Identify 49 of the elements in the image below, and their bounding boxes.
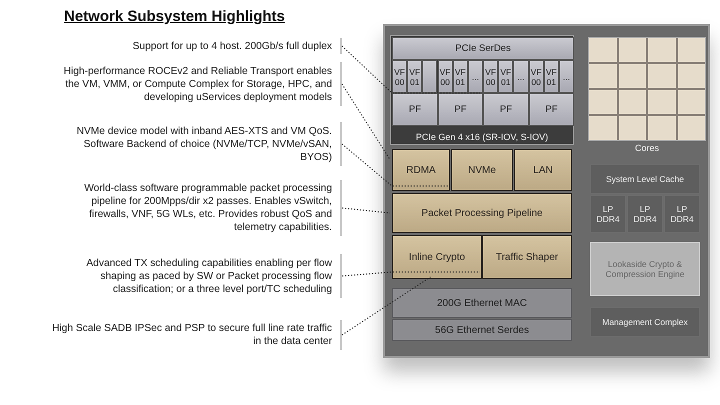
block-label: Cores xyxy=(634,143,660,153)
leader-line xyxy=(342,84,390,160)
callout-text: High Scale SADB IPSec and PSP to secure full line rate traffic in the data center xyxy=(52,320,342,350)
pcie-cell: PF xyxy=(438,93,483,126)
function-block: LAN xyxy=(514,149,572,191)
callout-text: Support for up to 4 host. 200Gb/s full duplex xyxy=(52,38,342,54)
function-block: Inline Crypto xyxy=(392,235,482,279)
logic-block: System Level Cache xyxy=(590,164,700,194)
title: Network Subsystem Highlights xyxy=(64,8,285,25)
callout-text: NVMe device model with inband AES-XTS and VM QoS. Software Backend of choice (NVMe/TCP, NVMe/vSAN, BYOS) xyxy=(52,122,342,166)
leader-line xyxy=(342,276,431,336)
function-block: Traffic Shaper xyxy=(482,235,572,279)
pcie-cell: PF xyxy=(392,93,438,126)
callout-text: World-class software programmable packet processing pipeline for 200Mpps/dir x2 passes. Enables vSwitch, firewalls, VNF, 5G WLs, etc. Provides robust QoS and telemetry capabilities. xyxy=(52,180,342,236)
leader-line xyxy=(342,46,480,94)
pcie-cell: VF 01 xyxy=(498,60,514,93)
logic-block: Management Complex xyxy=(590,307,700,337)
engine-block: Lookaside Crypto & Compression Engine xyxy=(590,242,700,296)
pcie-cell: VF 01 xyxy=(452,60,468,93)
function-block: Packet Processing Pipeline xyxy=(392,193,572,233)
pcie-cell: ... xyxy=(558,60,574,93)
pcie-cell xyxy=(422,60,438,93)
pcie-cell: VF 00 xyxy=(528,60,544,93)
pcie-cell: PF xyxy=(483,93,529,126)
pcie-cell: PF xyxy=(529,93,574,126)
logic-block: LP DDR4 xyxy=(590,195,626,233)
pcie-cell: ... xyxy=(513,60,529,93)
pcie-cell: PCIe SerDes xyxy=(392,37,574,60)
leader-line xyxy=(342,208,390,214)
pcie-cell: VF 00 xyxy=(438,60,453,93)
pcie-cell: VF 01 xyxy=(544,60,559,93)
pcie-cell: VF 01 xyxy=(407,60,422,93)
function-block: RDMA xyxy=(392,149,450,191)
pcie-cell: VF 00 xyxy=(483,60,498,93)
callout-text: High-performance ROCEv2 and Reliable Transport enables the VM, VMM, or Compute Complex for Storage, HPC, and developing uServices deployment models xyxy=(52,62,342,106)
leader-line xyxy=(342,144,450,186)
pcie-cell: ... xyxy=(468,60,483,93)
logic-block: LP DDR4 xyxy=(664,195,700,233)
function-block: NVMe xyxy=(451,149,513,191)
core-cluster xyxy=(586,35,708,157)
logic-block: LP DDR4 xyxy=(627,195,663,233)
callout-text: Advanced TX scheduling capabilities enabling per flow shaping as paced by SW or Packet processing flow classification; or a three level port/TC scheduling xyxy=(52,254,342,298)
leader-line xyxy=(342,272,480,276)
ethernet-block: 200G Ethernet MAC xyxy=(392,288,572,318)
block-label: PCIe Gen 4 x16 (SR-IOV, S-IOV) xyxy=(414,132,550,142)
pcie-cell: VF 00 xyxy=(392,60,408,93)
chip-panel xyxy=(383,24,710,358)
ethernet-block: 56G Ethernet Serdes xyxy=(392,319,572,341)
pcie-block xyxy=(390,35,574,145)
